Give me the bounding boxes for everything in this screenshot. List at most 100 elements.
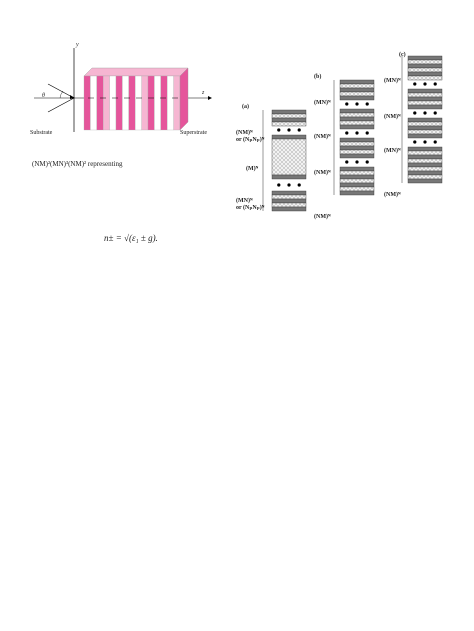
layer-dark <box>339 153 375 159</box>
figure-1: y z θ Substrate Superstrate <box>30 40 215 150</box>
layer-hatched <box>407 92 443 98</box>
slab-layers <box>83 75 181 131</box>
layer-dark <box>339 116 375 122</box>
layer-hatched <box>339 186 375 192</box>
layer-hatched <box>271 113 307 119</box>
stack-diagrams <box>262 55 443 212</box>
ellipsis-dot <box>345 131 349 135</box>
panel-b-label: (b) <box>314 74 322 80</box>
layer-dark <box>339 145 375 151</box>
slab-top-face <box>83 67 189 77</box>
ellipsis-dot <box>423 111 427 115</box>
equation: n± = √(ε₁ ± g). <box>104 233 158 243</box>
layer-dark <box>339 182 375 188</box>
slab-layer <box>115 75 123 131</box>
panel-a-label-5: or (NₚNₚ)ᴺ <box>236 205 265 211</box>
slab-layer <box>173 75 181 131</box>
panel-a-label-3: (M)ᴺ <box>246 166 259 172</box>
incident-ray <box>47 83 75 99</box>
layer-dark <box>407 55 443 61</box>
layer-dark <box>339 166 375 172</box>
layer-hatched <box>407 150 443 156</box>
layer-dark <box>271 117 307 123</box>
layer-dark <box>407 154 443 160</box>
layer-dark <box>407 71 443 77</box>
layer-hatched <box>407 75 443 81</box>
layer-hatched <box>339 149 375 155</box>
layer-hatched <box>407 166 443 172</box>
panel-c-label-3: (MN)ᴺ <box>384 148 401 154</box>
layer-dark <box>271 190 307 196</box>
layer-dark <box>271 198 307 204</box>
layer-dark <box>339 124 375 130</box>
layer-dark <box>407 170 443 176</box>
panel-b-label-4: (NM)ᴺ <box>314 214 331 220</box>
ellipsis-dot <box>355 160 359 164</box>
layer-hatched <box>339 178 375 184</box>
ellipsis-dot <box>413 82 417 86</box>
ellipsis-dot <box>365 102 369 106</box>
ellipsis-dot <box>287 183 291 187</box>
slab-layer <box>160 75 168 131</box>
layer-dark <box>339 108 375 114</box>
panel-c-label: (c) <box>399 52 406 58</box>
panel-a-label-1: (NM)ᴺ <box>236 130 253 136</box>
ellipsis-dot <box>287 128 291 132</box>
panel-a-label-4: (MN)ᴺ <box>236 198 253 204</box>
layer-dark <box>271 109 307 115</box>
ellipsis-dot <box>433 111 437 115</box>
ellipsis-dot <box>277 128 281 132</box>
layer-dark <box>407 117 443 123</box>
slab-layer <box>135 75 142 131</box>
ellipsis-dot <box>277 183 281 187</box>
slab-side-face <box>179 67 189 131</box>
layer-dark <box>407 96 443 102</box>
slab-layer <box>109 75 117 131</box>
layer-hatched <box>271 194 307 200</box>
slab-layer <box>167 75 174 131</box>
ellipsis-dot <box>365 160 369 164</box>
panel-a-label: (a) <box>242 104 249 110</box>
layer-dark <box>271 134 307 140</box>
layer-dark <box>407 162 443 168</box>
panel-b-label-1: (MN)ᴺ <box>314 100 331 106</box>
layer-dark <box>407 178 443 184</box>
ellipsis-dot <box>345 102 349 106</box>
stack-columns <box>262 55 443 212</box>
layer-hatched <box>339 170 375 176</box>
slab-layer <box>122 75 129 131</box>
layer-dark <box>407 146 443 152</box>
panel-c-label-1: (MN)ᴺ <box>384 78 401 84</box>
layer-dark <box>407 133 443 139</box>
panel-b-label-3: (NM)ᴺ <box>314 170 331 176</box>
ellipsis-dot <box>433 140 437 144</box>
layer-dark <box>339 87 375 93</box>
layer-hatched <box>407 121 443 127</box>
layer-hatched <box>407 59 443 65</box>
slab-layer <box>90 75 97 131</box>
layer-hatched <box>339 91 375 97</box>
y-axis-label: y <box>76 42 79 48</box>
layer-hatched <box>407 67 443 73</box>
ellipsis-dot <box>345 160 349 164</box>
theta-label: θ <box>42 93 45 99</box>
layer-hatched <box>339 120 375 126</box>
layer-hatched <box>339 83 375 89</box>
reflected-ray <box>47 97 75 113</box>
layer-dark <box>271 174 307 180</box>
layer-hatched <box>271 121 307 127</box>
layer-hatched <box>271 138 307 176</box>
slab-layer <box>128 75 136 131</box>
layer-hatched <box>271 202 307 208</box>
layer-hatched <box>339 141 375 147</box>
ellipsis-dot <box>423 82 427 86</box>
panel-c-label-4: (NM)ᴺ <box>384 192 401 198</box>
layer-dark <box>339 137 375 143</box>
ellipsis-dot <box>413 111 417 115</box>
layer-dark <box>407 125 443 131</box>
layer-dark <box>339 190 375 196</box>
substrate-label: Substrate <box>30 130 53 136</box>
ellipsis-dot <box>355 131 359 135</box>
layer-hatched <box>407 129 443 135</box>
superstrate-label: Superstrate <box>180 130 207 136</box>
